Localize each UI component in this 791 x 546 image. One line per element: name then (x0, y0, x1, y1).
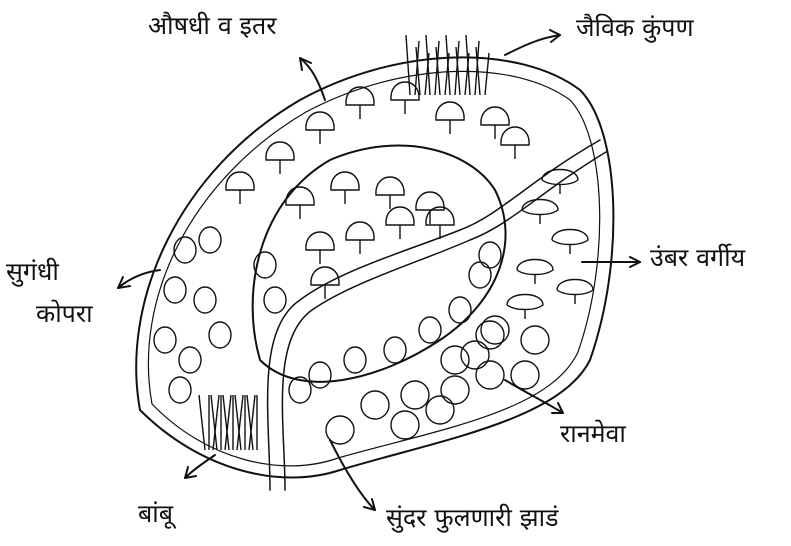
tree-canopy (346, 222, 374, 254)
arrow-bio-fence (505, 35, 560, 55)
tree-canopy (226, 172, 254, 204)
fruit-tree (521, 326, 549, 354)
tree-canopy (306, 232, 334, 264)
tree-canopy (386, 207, 414, 239)
tree-canopy (501, 127, 529, 159)
flowering-bush (344, 347, 366, 373)
fig-tree (557, 280, 593, 305)
fruit-tree (426, 396, 454, 424)
fruit-tree (476, 321, 504, 349)
tree-canopy (391, 82, 419, 114)
flowering-bush (469, 262, 491, 288)
flowering-bush (169, 377, 191, 403)
label-bamboo: बांबू (138, 500, 173, 528)
flowering-bush (174, 237, 196, 263)
label-fragrant-line1: सुगंधी (6, 258, 59, 286)
tree-canopy (346, 87, 374, 119)
flowering-bush (154, 327, 176, 353)
label-bio-fence: जैविक कुंपण (576, 14, 694, 42)
fig-tree (522, 200, 558, 225)
flowering-bush (419, 317, 441, 343)
fruit-tree (391, 411, 419, 439)
fruit-tree (361, 391, 389, 419)
fruit-tree (441, 376, 469, 404)
fence-grass (406, 35, 410, 95)
label-flowering-shrubs: सुंदर फुलणारी झाडं (386, 504, 559, 532)
flowering-bush (209, 322, 231, 348)
arrow-bamboo (185, 455, 215, 478)
flowering-bush (264, 287, 286, 313)
tree-canopy (481, 107, 509, 139)
fence-grass (426, 35, 430, 95)
fence-grass (466, 35, 470, 95)
label-wild-fruits: रानमेवा (560, 420, 626, 448)
fruit-tree (476, 361, 504, 389)
flowering-bush (194, 287, 216, 313)
fruit-tree (461, 341, 489, 369)
tree-canopy (436, 102, 464, 134)
fence-grass (446, 35, 450, 95)
flowering-bush (384, 337, 406, 363)
label-fragrant-line2: कोपरा (36, 300, 93, 328)
flowering-bush (449, 297, 471, 323)
label-fig-family: उंबर वर्गीय (650, 244, 745, 272)
tree-canopy (311, 267, 339, 299)
fruit-tree (401, 381, 429, 409)
arrow-flowering (330, 440, 375, 510)
garden-boundary (136, 57, 613, 477)
fruit-tree (481, 316, 509, 344)
label-medicinal: औषधी व इतर (148, 12, 276, 40)
tree-canopy (306, 112, 334, 144)
fruit-tree (441, 346, 469, 374)
tree-canopy (286, 187, 314, 219)
tree-canopy (266, 142, 294, 174)
fig-tree (507, 295, 543, 320)
flowering-bush (479, 242, 501, 268)
tree-canopy (331, 172, 359, 204)
flowering-bush (164, 277, 186, 303)
flowering-bush (199, 227, 221, 253)
tree-canopy (416, 192, 444, 224)
flowering-bush (309, 362, 331, 388)
inner-zone (253, 146, 506, 382)
fig-tree (552, 230, 588, 255)
fig-tree (517, 260, 553, 285)
tree-canopy (376, 177, 404, 209)
fence-line (148, 71, 599, 466)
flowering-bush (179, 347, 201, 373)
